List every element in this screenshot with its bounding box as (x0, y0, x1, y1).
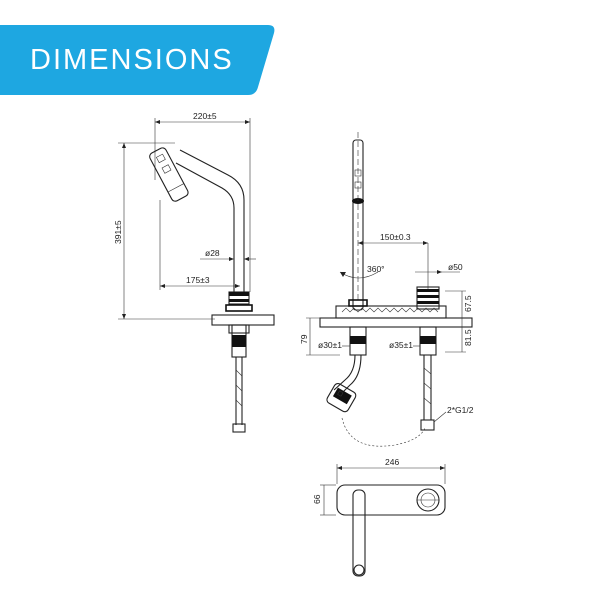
depth-label: 66 (312, 494, 322, 504)
center-distance-label: 150±0.3 (380, 232, 411, 242)
width-label: 220±5 (193, 111, 217, 121)
top-view: 246 66 (312, 457, 446, 577)
rotation-label: 360° (367, 264, 385, 274)
deck-thickness-label: 79 (299, 334, 309, 344)
banner-title: DIMENSIONS (30, 44, 234, 76)
side-view: 220±5 391±5 ø28 175±3 (113, 111, 275, 433)
banner-shape (0, 25, 275, 95)
height-label: 391±5 (113, 220, 123, 244)
front-view: 150±0.3 360° ø50 67.5 79 (299, 132, 474, 447)
spout-hole-label: ø30±1 (318, 340, 342, 350)
shank-label: 81.5 (463, 329, 473, 346)
reach-label: 175±3 (186, 275, 210, 285)
handle-height-label: 67.5 (463, 295, 473, 312)
dimensions-banner (0, 25, 275, 95)
spout-diameter-label: ø28 (205, 248, 220, 258)
hose-label: 2*G1/2 (447, 405, 474, 415)
handle-hole-label: ø35±1 (389, 340, 413, 350)
handle-diameter-label: ø50 (448, 262, 463, 272)
length-label: 246 (385, 457, 399, 467)
